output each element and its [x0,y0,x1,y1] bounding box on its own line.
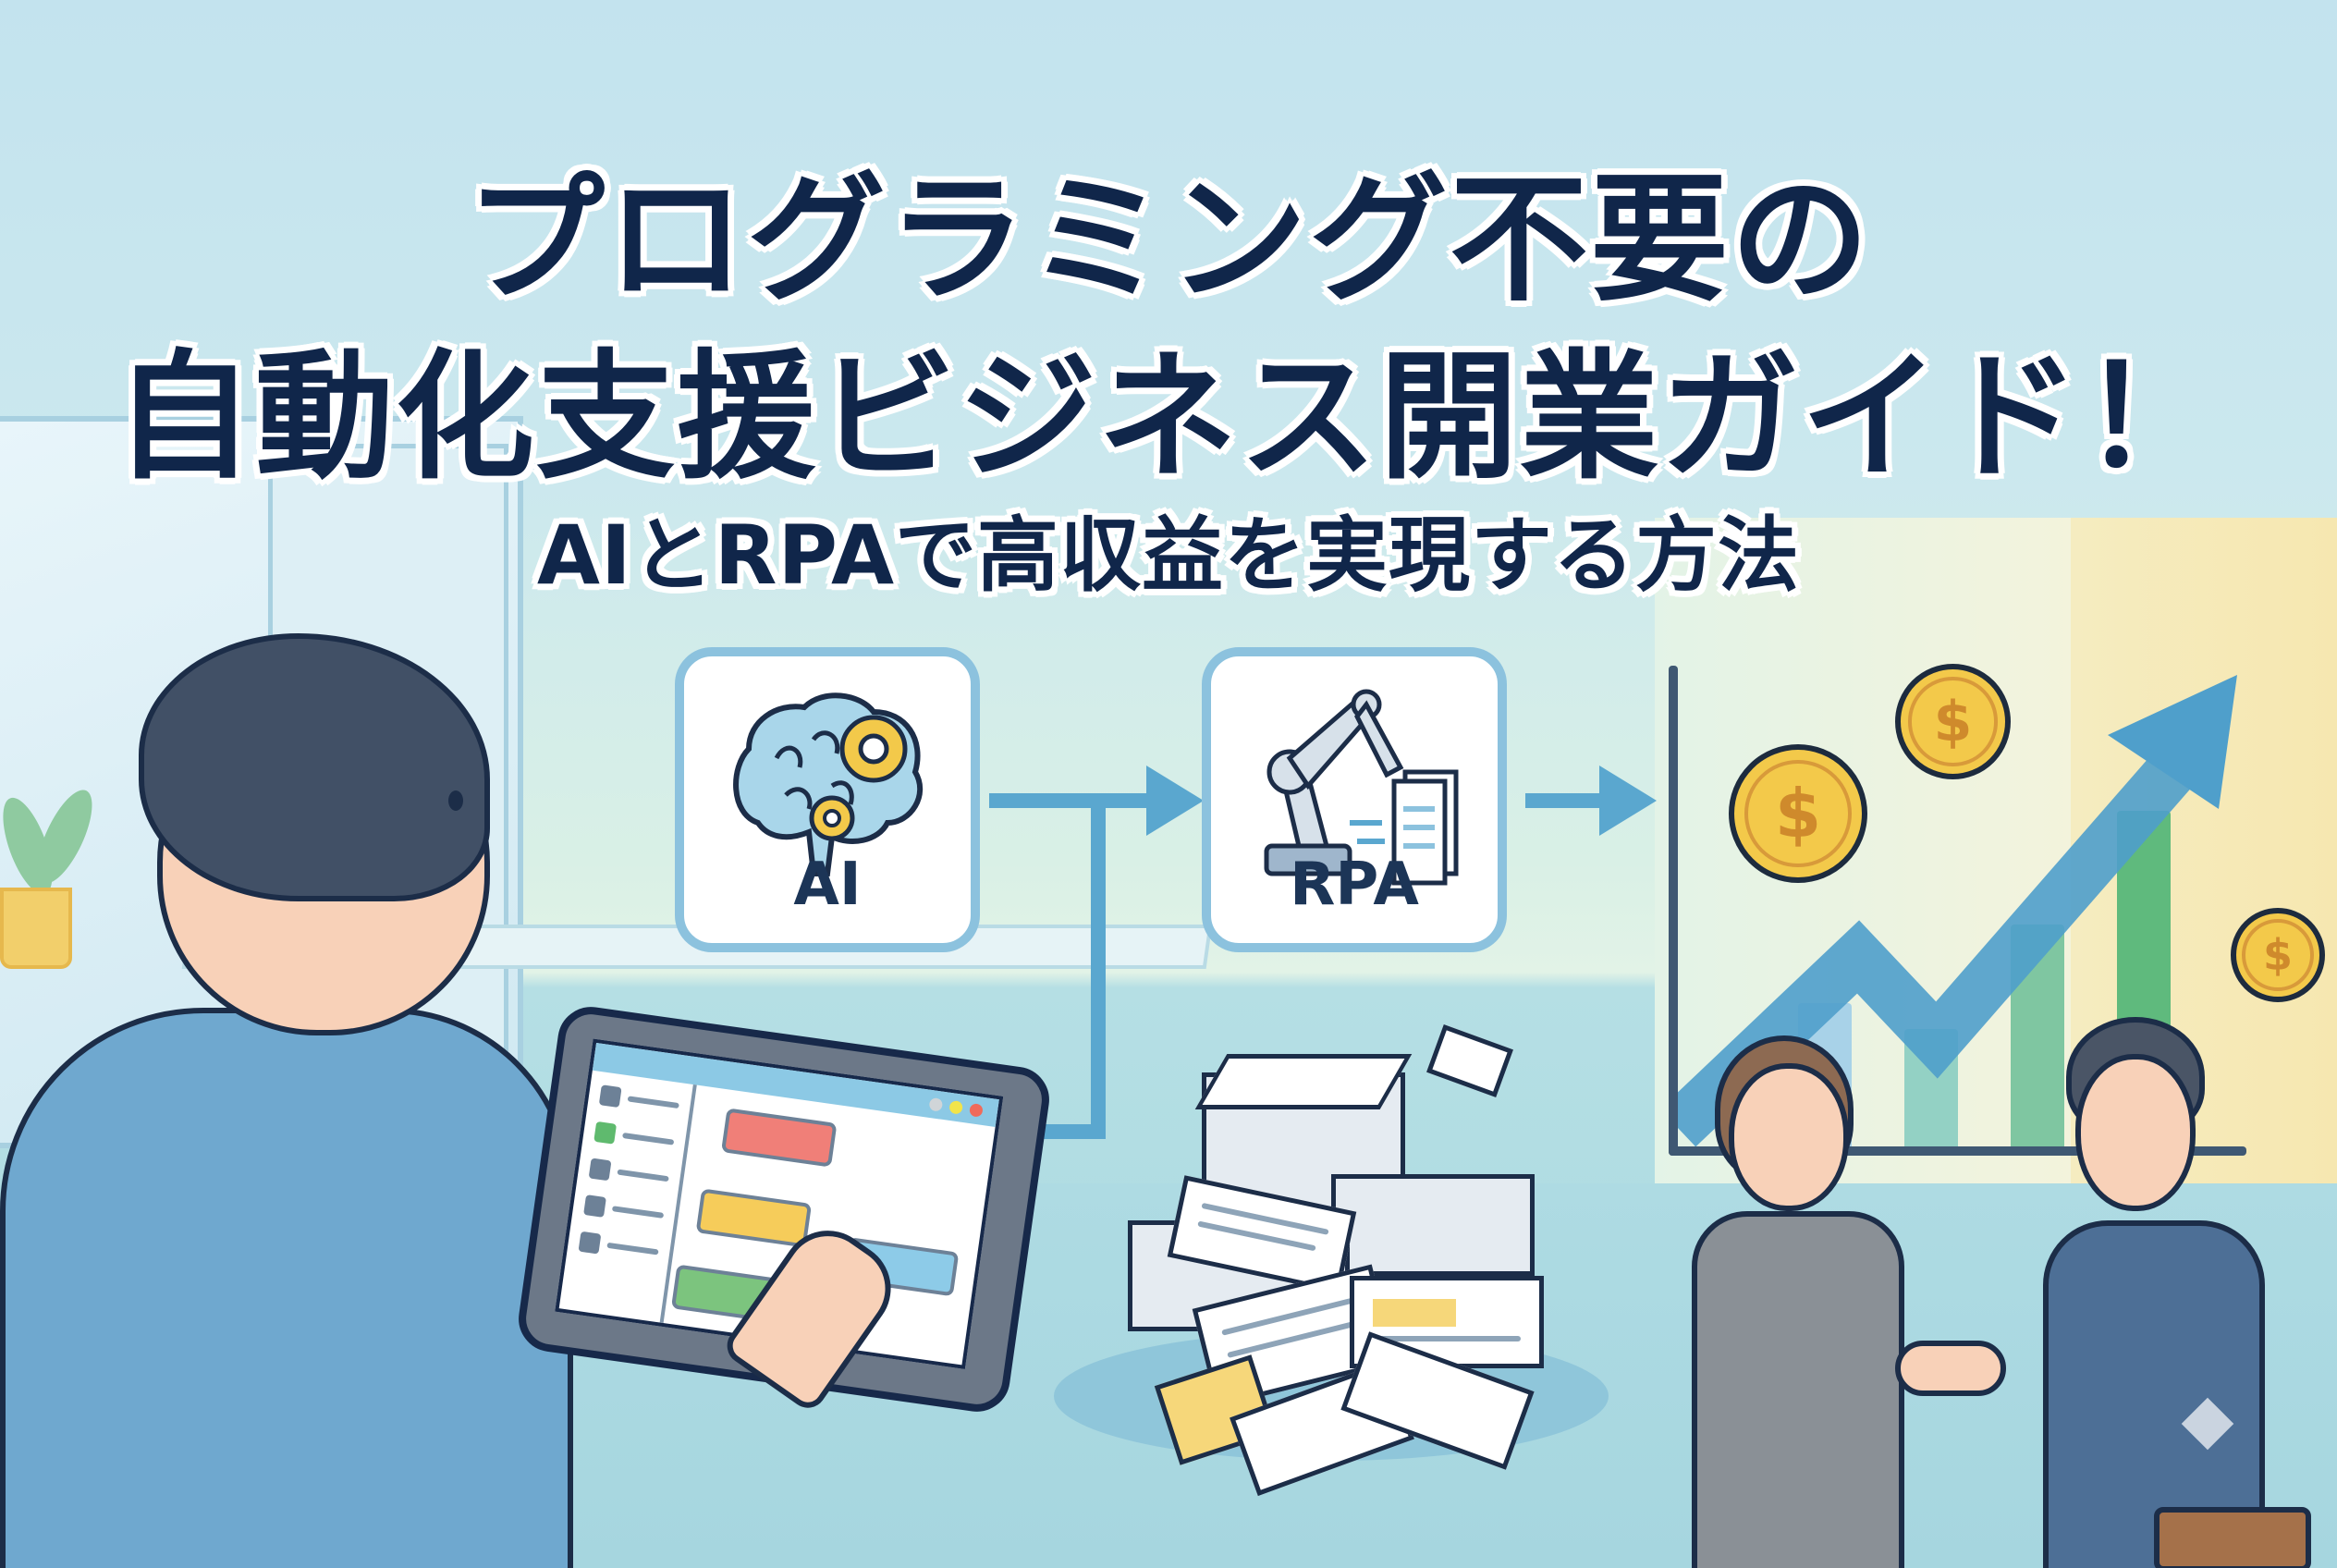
dollar-coin-icon: $ [2231,908,2325,1002]
coin-symbol: $ [1908,677,1998,766]
chart-axis-y [1669,666,1678,1156]
dollar-coin-icon: $ [1895,664,2011,779]
flow-box-ai: AI [675,647,980,952]
window-dot-gray [928,1096,944,1112]
sidebar-item-label [617,1169,669,1182]
title-line-1: プログラミング不要の [465,160,1871,321]
paper-highlight [1373,1299,1456,1327]
flow-box-rpa: RPA [1202,647,1507,952]
flow-label-ai: AI [793,851,862,919]
brain-gears-icon [733,692,924,876]
sidebar-item[interactable] [583,1194,665,1222]
sidebar-item[interactable] [588,1158,669,1185]
sidebar-item-label [611,1206,665,1219]
sidebar-item-icon [598,1084,622,1109]
window-dot-red [969,1102,984,1118]
sidebar-item-label [622,1132,675,1145]
flow-node-start[interactable] [720,1108,838,1168]
handshake [1895,1341,2006,1396]
sidebar-item-label [627,1096,679,1109]
coin-symbol: $ [1744,760,1852,867]
sidebar-item[interactable] [578,1231,659,1259]
arrow-right-icon [1146,766,1204,836]
man-eye [448,790,463,811]
arrow-right-icon [1599,766,1657,836]
robot-arm-document-icon [1264,689,1459,886]
connector-rpa-chart [1525,793,1618,808]
sidebar-item-icon [588,1158,612,1182]
window-dot-yellow [948,1099,964,1115]
chart-axis-x [1669,1146,2246,1156]
sidebar-item[interactable] [593,1121,675,1149]
flying-paper [1426,1023,1513,1098]
dollar-coin-icon: $ [1729,744,1867,883]
briefcase-icon [2154,1507,2311,1568]
sidebar-item-icon [578,1231,602,1255]
coin-symbol: $ [2241,918,2315,992]
woman-suit [1692,1211,1904,1568]
plant-pot [0,888,72,969]
sidebar-item[interactable] [598,1084,679,1112]
connector-ai-rpa [989,793,1165,808]
title-line-2: 自動化支援ビジネス開業ガイド！ [114,337,2222,498]
man2-face [2075,1054,2196,1211]
man-hair [139,633,490,901]
paper-sheet [1194,1054,1413,1109]
sidebar-item-label [606,1242,659,1256]
flow-label-rpa: RPA [1290,851,1419,919]
flow-node-process[interactable] [695,1188,813,1248]
paper-text-line [1373,1336,1521,1341]
man-suit [0,1008,573,1568]
sidebar-item-icon [593,1121,618,1145]
woman-face [1729,1063,1849,1211]
sidebar-item-icon [583,1194,606,1218]
subtitle: AIとRPAで高収益を実現する方法 [536,508,1801,603]
paper-pile [1072,1023,1609,1498]
paper-stack [1331,1174,1535,1276]
connector-tablet-up [1091,793,1106,1135]
